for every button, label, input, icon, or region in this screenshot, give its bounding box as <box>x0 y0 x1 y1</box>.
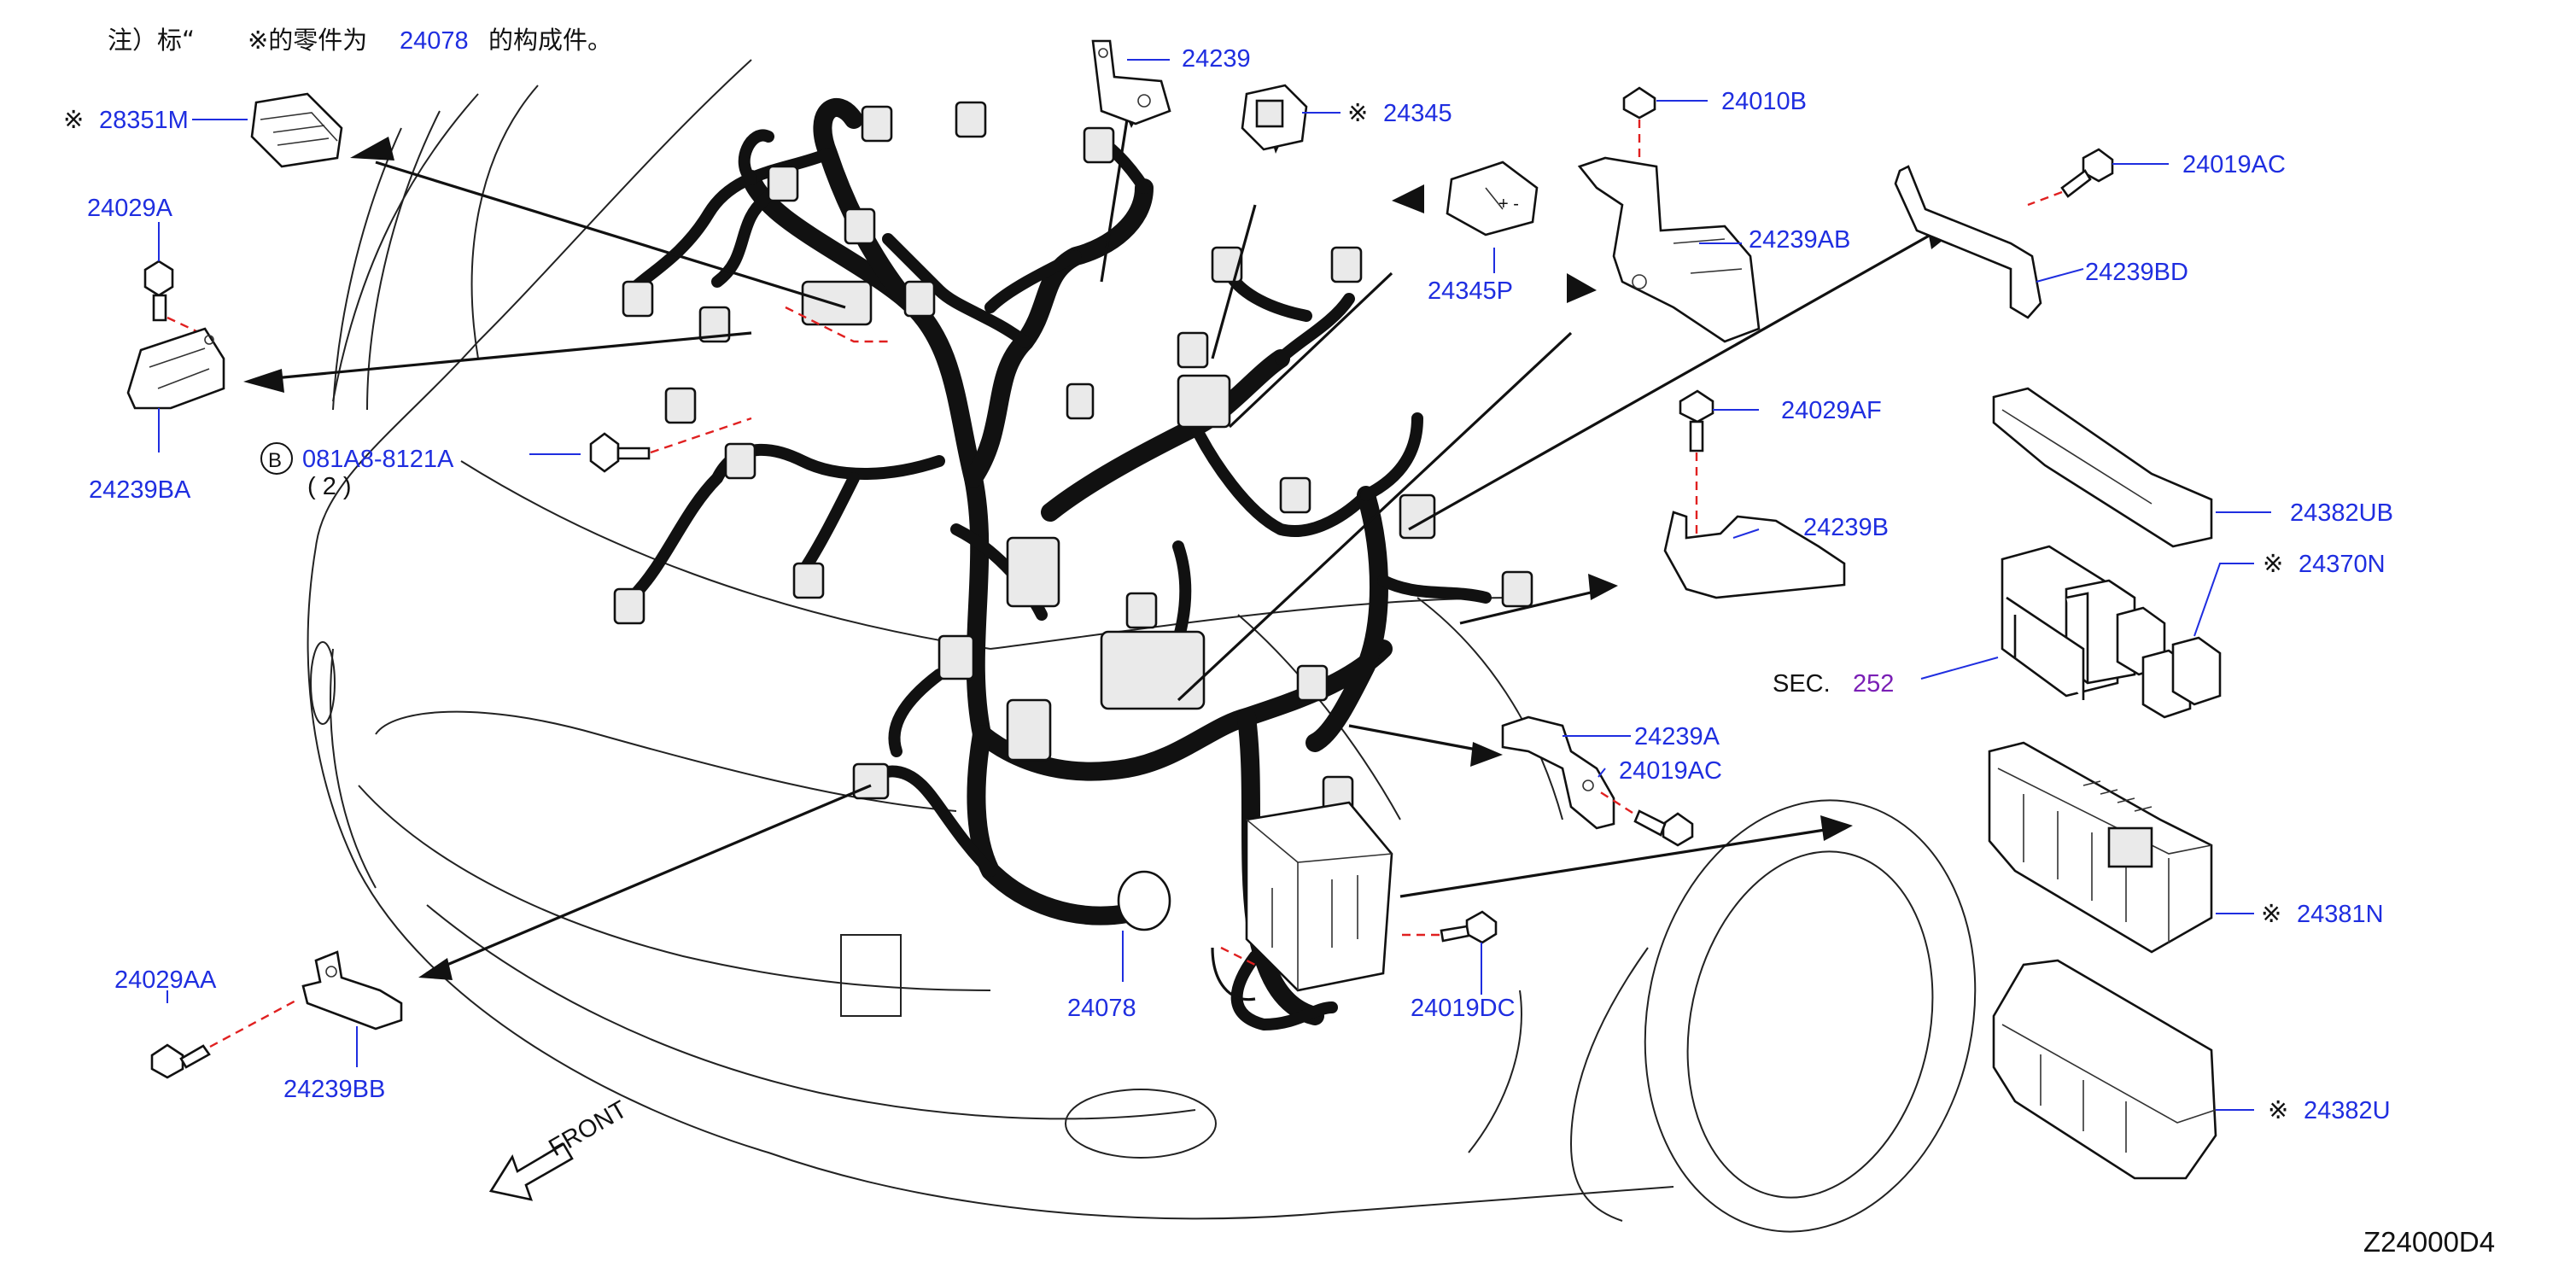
hidden-lines <box>785 306 1256 966</box>
harness-connectors <box>613 101 1533 813</box>
ref-mark-24381N: ※ <box>2261 901 2281 928</box>
diagram-code: Z24000D4 <box>2363 1226 2495 1258</box>
label-24029A: 24029A <box>87 195 173 222</box>
label-24239BA: 24239BA <box>89 476 191 504</box>
note-mark: ※的零件为 <box>248 26 367 55</box>
leader-lines <box>158 59 2271 1111</box>
label-24239B: 24239B <box>1803 514 1889 541</box>
label-24239AB: 24239AB <box>1749 226 1850 254</box>
label-28351M: 28351M <box>99 107 189 134</box>
ref-mark-24370N: ※ <box>2263 551 2283 578</box>
note-prefix: 注）标“ <box>108 26 195 55</box>
badge-circle <box>260 442 293 475</box>
part-081A8-8121A-bolt <box>589 417 752 473</box>
part-24239BA-bracket <box>126 327 225 410</box>
pointer-lines <box>243 102 1955 980</box>
note-suffix: 的构成件。 <box>488 26 612 55</box>
front-direction-indicator: FRONT <box>488 1095 633 1201</box>
label-24019AC-top: 24019AC <box>2182 151 2286 178</box>
label-24239BB: 24239BB <box>283 1076 385 1103</box>
label-081A8-8121A: 081A8-8121A <box>302 446 454 473</box>
label-24239A: 24239A <box>1634 723 1720 750</box>
label-081A8-qty: ( 2 ) <box>307 473 352 500</box>
label-24239: 24239 <box>1182 45 1251 73</box>
label-24345P: 24345P <box>1428 277 1513 305</box>
main-engine-room-harness <box>626 98 1492 1025</box>
part-24239AB-bracket <box>1577 156 1761 343</box>
label-24345: 24345 <box>1383 100 1452 127</box>
label-24382U: 24382U <box>2304 1097 2391 1124</box>
front-label: FRONT <box>545 1095 633 1162</box>
label-24010B: 24010B <box>1721 88 1807 115</box>
part-24029AA-bolt <box>150 997 300 1079</box>
label-24239BD: 24239BD <box>2085 259 2188 286</box>
label-24370N: 24370N <box>2299 551 2386 578</box>
part-24019AC-mid-bolt <box>1596 788 1694 847</box>
part-24029AF-bolt <box>1679 389 1714 546</box>
ref-mark-24345: ※ <box>1347 100 1368 127</box>
part-28351M-module <box>250 92 343 168</box>
label-24019AC-mid: 24019AC <box>1619 757 1722 785</box>
part-24239-bracket <box>1091 39 1171 126</box>
part-24345P-terminal: + - <box>1446 161 1539 236</box>
label-24029AF: 24029AF <box>1781 397 1882 424</box>
note-line: 注）标“ ※的零件为 24078 的构成件。 <box>108 26 612 55</box>
part-24345-relay <box>1241 84 1308 151</box>
part-24239BB-bracket <box>301 950 403 1031</box>
callout-labels: ※ 28351M 24029A 24239BA B 081A8-8121A ( … <box>63 45 2393 1124</box>
part-24019AC-top-bolt <box>2027 148 2114 207</box>
label-081A8-badge: B <box>268 449 282 472</box>
part-24239B-bracket <box>1663 511 1846 599</box>
label-24078: 24078 <box>1067 995 1136 1022</box>
note-part-ref: 24078 <box>400 27 469 55</box>
label-24019DC: 24019DC <box>1411 995 1516 1022</box>
label-sec: SEC. <box>1773 670 1831 698</box>
label-24381N: 24381N <box>2297 901 2384 928</box>
label-sec-252: 252 <box>1853 670 1894 698</box>
label-24029AA: 24029AA <box>114 966 217 994</box>
part-24370N-relays <box>2001 545 2222 719</box>
part-24010B-bolt <box>1622 86 1656 256</box>
ref-mark-28351M: ※ <box>63 107 84 134</box>
svg-text:+ -: + - <box>1498 195 1519 213</box>
ref-mark-24382U: ※ <box>2268 1097 2288 1124</box>
part-24029A-bolt <box>143 260 210 339</box>
part-24019DC-bolt <box>1400 910 1498 944</box>
part-24239A-bracket <box>1501 715 1615 830</box>
label-24382UB: 24382UB <box>2290 499 2393 527</box>
part-24239BD-bracket <box>1894 165 2042 319</box>
part-24382U-cover <box>1992 959 2217 1180</box>
part-24381N-fuse-box <box>1988 741 2213 954</box>
part-24382UB-cover <box>1992 387 2213 548</box>
harness-relay-box <box>1117 801 1393 1031</box>
